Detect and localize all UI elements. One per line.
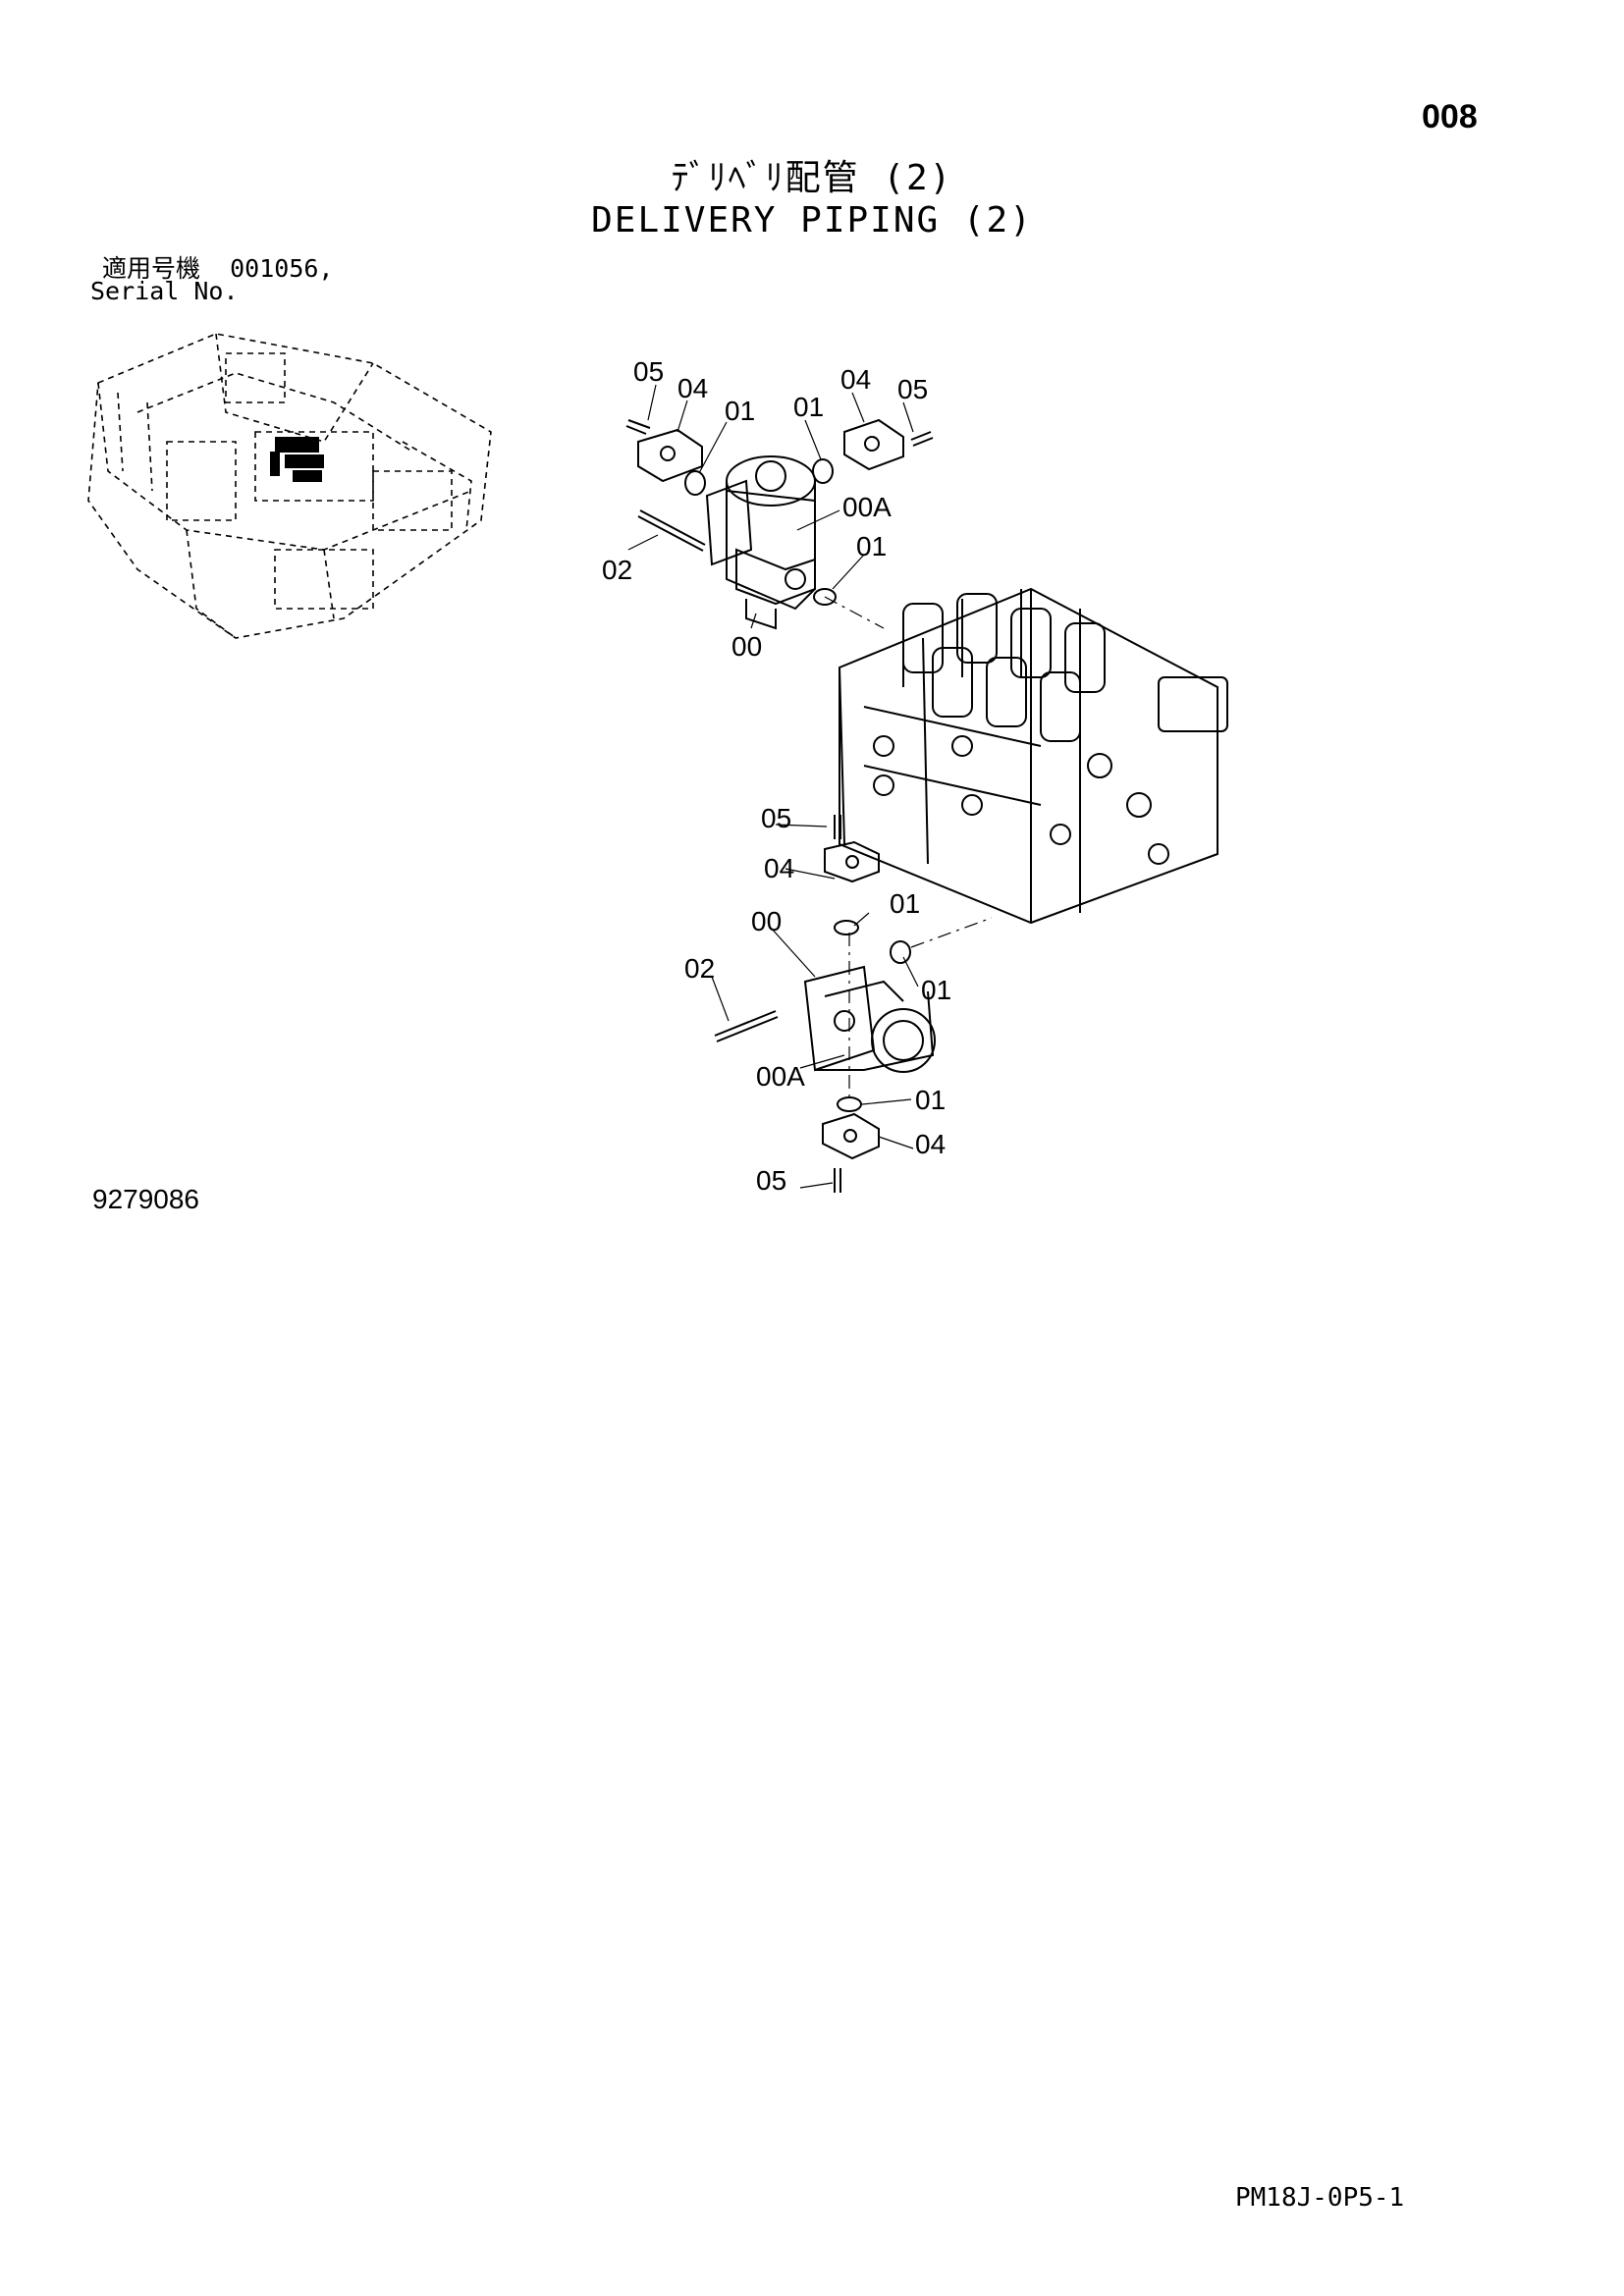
callout-04-mid: 04 [764, 853, 794, 883]
page-title-japanese: ﾃﾞﾘﾍﾞﾘ配管 (2) [671, 158, 953, 198]
upper-pipe-block-drawing [705, 455, 816, 630]
page-number: 008 [1422, 98, 1478, 135]
footer-document-code: PM18J-0P5-1 [1235, 2183, 1405, 2213]
page-title-english: DELIVERY PIPING (2) [591, 200, 1033, 240]
serial-applicability: 適用号機 001056, [102, 249, 333, 285]
callout-04-top-right: 04 [840, 364, 871, 395]
callout-05-top-left: 05 [633, 356, 664, 387]
lower-pipe-block-drawing [714, 815, 936, 1193]
callout-05-top-right: 05 [897, 374, 928, 404]
machine-overview-illustration [87, 333, 492, 639]
callout-05-mid: 05 [761, 803, 791, 833]
serial-label-english: Serial No. [90, 277, 239, 305]
callout-01-mid: 01 [890, 888, 920, 919]
callout-01-top-mid: 01 [856, 531, 887, 561]
callout-04-low: 04 [915, 1129, 946, 1159]
control-valve-drawing [839, 587, 1228, 925]
serial-value: 001056, [230, 254, 334, 283]
figure-number: 9279086 [92, 1184, 200, 1214]
callout-00-low: 00 [751, 906, 782, 936]
callout-01-top-right: 01 [793, 392, 824, 422]
callout-01-top-left: 01 [725, 396, 755, 426]
callout-05-low: 05 [756, 1165, 786, 1196]
callout-04-top-left: 04 [677, 373, 708, 403]
callout-02-low: 02 [684, 953, 715, 984]
callout-01-low: 01 [915, 1085, 946, 1115]
callout-00A-top: 00A [842, 492, 892, 522]
callout-00-top: 00 [731, 631, 762, 662]
parts-exploded-diagram: 05 04 01 01 04 05 00A 02 01 00 05 04 01 … [602, 356, 1228, 1196]
callout-00A-low: 00A [756, 1061, 805, 1092]
callout-02-top: 02 [602, 555, 632, 585]
callout-01-low-right: 01 [921, 975, 951, 1005]
serial-label-japanese: 適用号機 [102, 254, 201, 283]
